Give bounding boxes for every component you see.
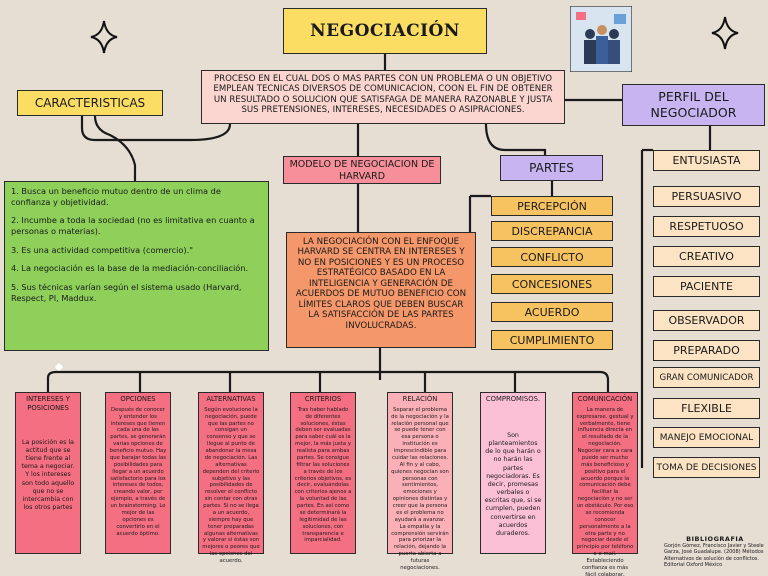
list-item: 3. Es una actividad competitiva (comerci… (11, 244, 193, 255)
perfil-title: PERFIL DEL NEGOCIADOR (622, 84, 765, 126)
column-card: CRITERIOS Tras haber hablado de diferent… (290, 392, 356, 554)
harvard-description: LA NEGOCIACIÓN CON EL ENFOQUE HARVARD SE… (286, 232, 476, 348)
main-title: NEGOCIACIÓN (283, 8, 487, 54)
column-title: RELACIÓN (402, 395, 438, 403)
list-item: 2. Incumbe a toda la sociedad (no es lim… (11, 215, 255, 236)
column-title: OPCIONES (120, 395, 156, 403)
column-title: ALTERNATIVAS (206, 395, 256, 403)
list-item: 5. Sus técnicas varían según el sistema … (11, 281, 242, 303)
column-card: ALTERNATIVAS Según evolucione la negocia… (198, 392, 264, 564)
list-item: 4. La negociación es la base de la media… (11, 263, 249, 274)
harvard-title: MODELO DE NEGOCIACION DE HARVARD (283, 156, 441, 184)
definition-box: PROCESO EN EL CUAL DOS O MAS PARTES CON … (201, 70, 565, 124)
column-card: COMPROMISOS. Son planteamientos de lo qu… (480, 392, 546, 554)
trait-item: PACIENTE (653, 276, 760, 297)
column-card: OPCIONES Después de conocer y entender l… (105, 392, 171, 554)
parte-item: ACUERDO (491, 302, 613, 322)
bibliografia: BIBLIOGRAFIA Gorjón Gómez, Francisco Jav… (664, 535, 766, 573)
trait-item: MANEJO EMOCIONAL (653, 427, 760, 448)
caracteristicas-title: CARACTERISTICAS (17, 90, 163, 116)
column-body: La posición es la actitud que se tiene f… (21, 438, 75, 512)
column-body: Separar el problema de la negociación y … (391, 406, 449, 571)
parte-item: CUMPLIMIENTO (491, 330, 613, 350)
trait-item: TOMA DE DECISIONES (653, 457, 760, 478)
column-body: Tras haber hablado de diferentes solucio… (294, 406, 352, 544)
trait-item: OBSERVADOR (653, 310, 760, 331)
trait-item: PERSUASIVO (653, 186, 760, 207)
column-title: INTERESES Y POSICIONES (26, 395, 70, 412)
column-body: Según evolucione la negociación, puede q… (202, 406, 260, 565)
trait-item: RESPETUOSO (653, 216, 760, 237)
trait-item: ENTUSIASTA (653, 150, 760, 171)
column-card: RELACIÓN Separar el problema de la negoc… (387, 392, 453, 571)
parte-item: CONFLICTO (491, 247, 613, 267)
list-item: 1. Busca un beneficio mutuo dentro de un… (11, 186, 221, 207)
parte-item: DISCREPANCIA (491, 221, 613, 241)
bibliografia-text: Gorjón Gómez, Francisco Javier y Steele … (664, 543, 764, 568)
sparkle-icon (711, 16, 739, 50)
column-body: Son planteamientos de lo que harán o no … (484, 431, 542, 537)
column-body: Después de conocer y entender los intere… (109, 406, 167, 537)
column-title: CRITERIOS (304, 395, 342, 403)
sparkle-icon (90, 20, 118, 54)
business-people-illustration (570, 6, 632, 72)
trait-item: PREPARADO (653, 340, 760, 361)
partes-title: PARTES (500, 155, 603, 181)
column-title: COMPROMISOS. (485, 395, 541, 403)
caracteristicas-list: 1. Busca un beneficio mutuo dentro de un… (4, 181, 269, 351)
parte-item: PERCEPCIÓN (491, 196, 613, 216)
trait-item: FLEXIBLE (653, 398, 760, 419)
column-card: COMUNICACIÓN La manera de expresarse, ge… (572, 392, 638, 576)
column-title: COMUNICACIÓN (577, 395, 633, 403)
trait-item: GRAN COMUNICADOR (653, 367, 760, 388)
parte-item: CONCESIONES (491, 274, 613, 294)
trait-item: CREATIVO (653, 246, 760, 267)
column-body: La manera de expresarse, gestual y verba… (576, 406, 634, 576)
column-card: INTERESES Y POSICIONES La posición es la… (15, 392, 81, 554)
bibliografia-title: BIBLIOGRAFIA (686, 535, 744, 543)
